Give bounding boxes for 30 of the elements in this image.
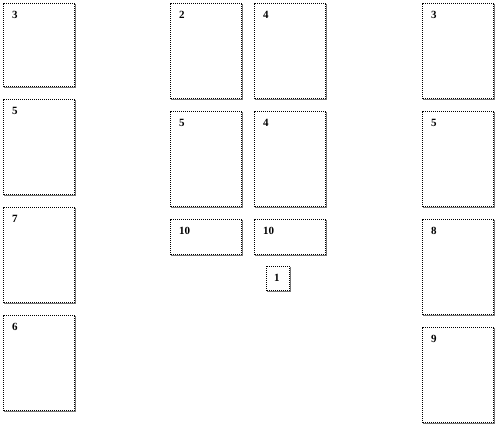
card-box	[170, 111, 242, 207]
card-box	[422, 327, 494, 423]
card-box	[3, 99, 75, 195]
card-number: 5	[431, 117, 436, 129]
card-number: 8	[431, 225, 436, 237]
card-box	[254, 111, 326, 207]
card-box	[422, 219, 494, 315]
card-number: 4	[263, 9, 268, 21]
card-number: 9	[431, 333, 436, 345]
card-box	[422, 3, 494, 99]
card-box	[170, 3, 242, 99]
card-number: 5	[12, 105, 18, 117]
card-number: 4	[263, 117, 268, 129]
card-box	[254, 3, 326, 99]
card-number: 7	[12, 213, 18, 225]
card-number: 3	[431, 9, 436, 21]
card-number: 1	[274, 272, 280, 284]
card-number: 10	[263, 225, 274, 237]
card-box	[266, 266, 290, 291]
card-box	[3, 207, 75, 303]
card-number: 3	[12, 9, 18, 21]
card-box	[422, 111, 494, 207]
card-box	[3, 3, 75, 87]
card-box	[170, 219, 242, 255]
card-box	[3, 315, 75, 411]
card-number: 5	[179, 117, 184, 129]
card-number: 2	[179, 9, 184, 21]
card-number: 10	[179, 225, 190, 237]
card-box	[254, 219, 326, 255]
card-number: 6	[12, 321, 18, 333]
